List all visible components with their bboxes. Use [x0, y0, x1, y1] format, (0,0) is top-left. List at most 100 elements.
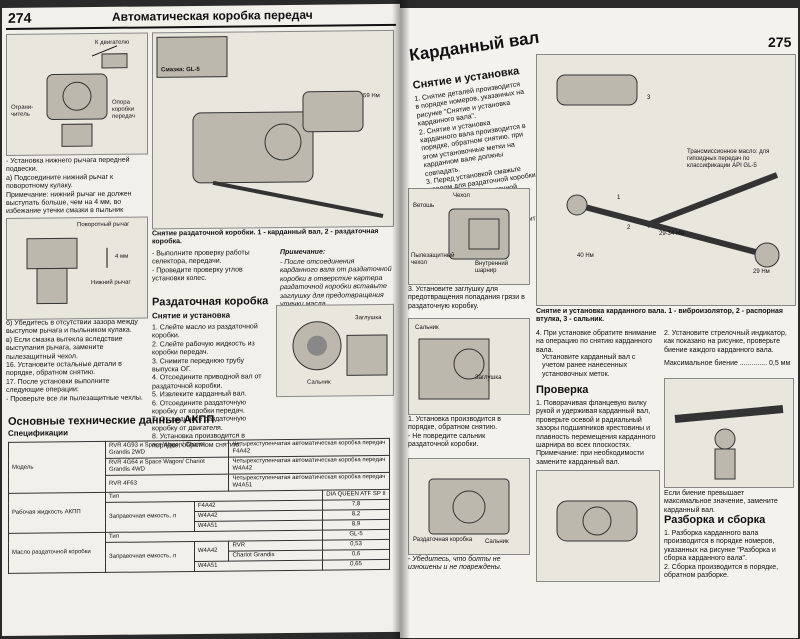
label-support: Опора коробки передач	[112, 99, 135, 120]
figure-flange-check	[536, 470, 660, 582]
figure-lower-lever: Поворотный рычаг 4 мм Нижний рычаг	[6, 216, 148, 320]
figure-runout	[664, 378, 794, 488]
cell-value: 0,65	[322, 559, 390, 571]
seal-plug-illustration	[418, 338, 490, 400]
fig1-text: - Установка нижнего рычага передней подв…	[6, 156, 132, 224]
label-torque-3: 29 Нм	[753, 269, 770, 275]
cell-car: RVR 4G93 и Space Wagon/ Chariot Grandis …	[105, 440, 229, 459]
runout-note: Если биение превышает максимальное значе…	[664, 490, 778, 514]
figure-transmission-support: К двигателю Ограни- читель Опора коробки…	[6, 32, 148, 156]
label-seal: Сальник	[307, 379, 331, 386]
section-title: Раздаточная коробка	[152, 295, 269, 309]
subsection-title: Снятие и установка	[152, 310, 231, 321]
figure-boot: Чехол Ветошь Пылезащитный чехол Внутренн…	[408, 188, 530, 285]
right-page: 275 Карданный вал Снятие и установка 1. …	[400, 8, 798, 638]
figure-transfer-case-removal: Смазка: GL-5 59 Нм	[152, 29, 394, 230]
spec-table: Модель RVR 4G93 и Space Wagon/ Chariot G…	[8, 438, 390, 574]
cell-value: 7,8	[322, 499, 390, 511]
cell-model-code: W4A42	[194, 541, 229, 562]
label-seal: Сальник	[415, 325, 439, 331]
shaft-caption: Снятие и установка карданного вала. 1 - …	[536, 308, 783, 324]
fig1-caption: 3. Установите заглушку для предотвращени…	[408, 286, 525, 310]
label-part-1: 1	[617, 195, 621, 201]
cell-car: RVR 4F63	[105, 474, 229, 493]
label-to-engine: К двигателю	[95, 39, 130, 47]
cell-value: 8,9	[322, 519, 390, 531]
check-text: 1. Поворачивая фланцевую вилку рукой и у…	[536, 400, 656, 466]
cell-model: Модель	[8, 441, 106, 494]
spec-title: Спецификации	[8, 428, 69, 438]
label-seal: Сальник	[485, 539, 509, 545]
cell-value: GL-5	[322, 529, 390, 541]
cell-capacity: Заправочная емкость, л	[105, 501, 195, 533]
cell-value: 8,2	[322, 509, 390, 521]
check-title: Проверка	[536, 384, 589, 396]
label-transfer-case: Раздаточная коробка	[413, 537, 473, 543]
boot-illustration	[448, 208, 510, 260]
label-part-3: 3	[647, 95, 651, 101]
fig2-caption: 1. Установка производится в порядке, обр…	[408, 416, 501, 449]
cell-box: Четырехступенчатая автоматическая коробк…	[228, 472, 390, 492]
fig2-text: б) Убедитесь в отсутствии зазора между в…	[6, 318, 143, 403]
label-torque-1: 29-34 Нм	[659, 231, 685, 237]
header-rule	[6, 23, 396, 30]
label-limiter: Ограни- читель	[11, 104, 34, 118]
label-inner-joint: Внутренний шарнир	[475, 261, 509, 274]
note-text: - После отсоединения карданного вала от …	[280, 258, 392, 308]
runout-spec: Максимальное биение .............. 0,5 м…	[664, 360, 791, 367]
figure-propeller-shaft: Трансмиссионное масло: для гипоидных пер…	[536, 54, 796, 306]
fig3-caption: Снятие раздаточной коробки. 1 - карданны…	[152, 228, 379, 246]
label-4mm: 4 мм	[115, 253, 129, 260]
figure-seal-plug: Заглушка Сальник	[408, 318, 530, 415]
cell-value: 0,53	[322, 539, 390, 551]
figure-oil-seal: Сальник Заглушка	[276, 303, 394, 398]
cell-fluid: Рабочая жидкость АКПП	[8, 492, 106, 534]
support-illustration	[46, 45, 128, 147]
figure-transfer-seal: Раздаточная коробка Сальник	[408, 458, 530, 555]
label-dust-boot: Пылезащитный чехол	[411, 253, 455, 266]
label-part-2: 2	[627, 225, 631, 231]
label-lower-lever: Нижний рычаг	[91, 279, 131, 287]
cell-model-code: W4A51	[194, 560, 323, 572]
step-4b: Установите карданный вал с учетом ранее …	[542, 354, 636, 378]
label-rotary-lever: Поворотный рычаг	[77, 221, 130, 229]
note-title: Примечание:	[280, 248, 326, 257]
removal-steps: 1. Слейте масло из раздаточной коробки. …	[152, 323, 262, 450]
cell-value: 0,6	[322, 549, 390, 561]
label-cloth: Ветошь	[413, 203, 435, 209]
page-number: 274	[8, 9, 32, 26]
check-text: - Выполните проверку работы селектора, п…	[152, 249, 250, 283]
propeller-shaft-illustration	[556, 74, 780, 268]
cell-box: Четырехступенчатая автоматическая коробк…	[228, 455, 390, 475]
cell-car: RVR 4G64 и Space Wagon/ Chariot Grandis …	[105, 457, 229, 476]
label-plug: Заглушка	[355, 315, 382, 322]
label-grease: Смазка: GL-5	[161, 66, 200, 74]
flange-check-illustration	[556, 500, 638, 542]
left-page: 274 Автоматическая коробка передач К дви…	[2, 3, 400, 636]
cell-tc: Масло раздаточной коробки	[8, 532, 106, 574]
transfer-case-illustration	[156, 36, 384, 218]
tech-data-title: Основные технические данные АКПП	[8, 413, 215, 428]
label-gear-oil: Трансмиссионное масло: для гипоидных пер…	[687, 149, 770, 169]
lever-illustration	[26, 237, 108, 305]
label-torque-2: 40 Нм	[577, 253, 594, 259]
book-gutter	[392, 0, 410, 639]
check-2: 2. Установите стрелочный индикатор, как …	[664, 330, 787, 354]
label-plug: Заглушка	[475, 375, 502, 381]
page-number: 275	[768, 34, 792, 50]
cell-value: DIA QUEEN ATF SP II	[322, 489, 390, 501]
oil-seal-illustration	[292, 321, 388, 376]
cell-capacity: Заправочная емкость, л	[105, 541, 195, 573]
label-boot: Чехол	[453, 193, 470, 199]
step-4: 4. При установке обратите внимание на оп…	[536, 330, 657, 354]
cell-box: Четырехступенчатая автоматическая коробк…	[228, 438, 390, 458]
label-torque: 59 Нм	[363, 93, 380, 100]
page-header: Автоматическая коробка передач	[112, 7, 313, 24]
fig3-note: - Убедитесь, что болты не изношены и не …	[408, 556, 502, 572]
assembly-text: 1. Разборка карданного вала производится…	[664, 530, 779, 580]
assembly-title: Разборка и сборка	[664, 514, 766, 526]
runout-illustration	[674, 405, 784, 480]
transfer-seal-illustration	[428, 478, 510, 535]
page-title: Карданный вал	[408, 27, 541, 65]
